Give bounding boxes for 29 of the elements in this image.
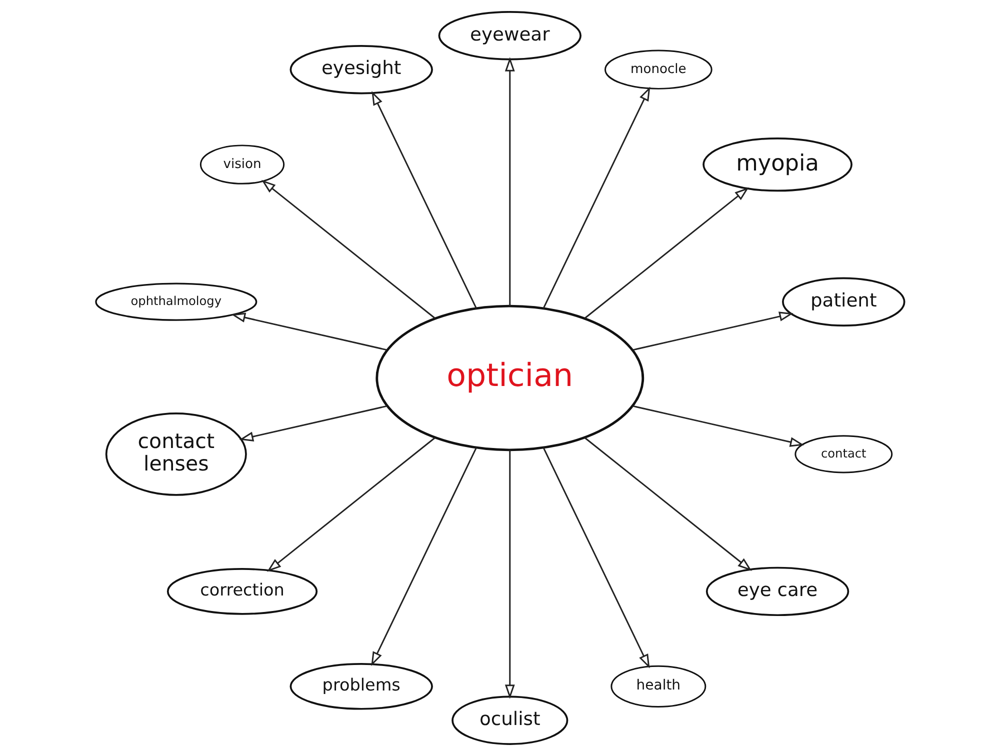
node-ellipse: oculist [452, 696, 568, 745]
arrow [632, 312, 794, 351]
node-ellipse: correction [166, 568, 318, 615]
node-ellipse: eyesight [290, 44, 433, 94]
arrow [231, 312, 388, 351]
arrow [504, 450, 515, 699]
node-ellipse: eyewear [438, 11, 582, 60]
arrow [542, 447, 650, 668]
arrow [542, 86, 650, 309]
arrow [261, 180, 436, 319]
node-ellipse: problems [290, 663, 433, 710]
arrow [632, 405, 804, 447]
arrow [504, 57, 515, 306]
node-ellipse: contact [794, 435, 893, 474]
node-ellipse: eye care [706, 566, 850, 616]
arrow [239, 405, 388, 442]
node-ellipse: health [610, 665, 706, 708]
node-ellipse: myopia [702, 137, 852, 192]
node-ellipse: vision [200, 144, 285, 184]
node-ellipse: contact lenses [105, 412, 247, 496]
arrow [266, 437, 436, 572]
node-ellipse: monocle [604, 50, 712, 90]
arrow [371, 447, 478, 666]
arrow [372, 91, 478, 309]
node-ellipse: ophthalmology [95, 282, 258, 321]
node-ellipse: patient [782, 277, 906, 326]
arrow [584, 187, 749, 319]
arrow [584, 437, 752, 571]
node-ellipse: optician [376, 304, 644, 452]
